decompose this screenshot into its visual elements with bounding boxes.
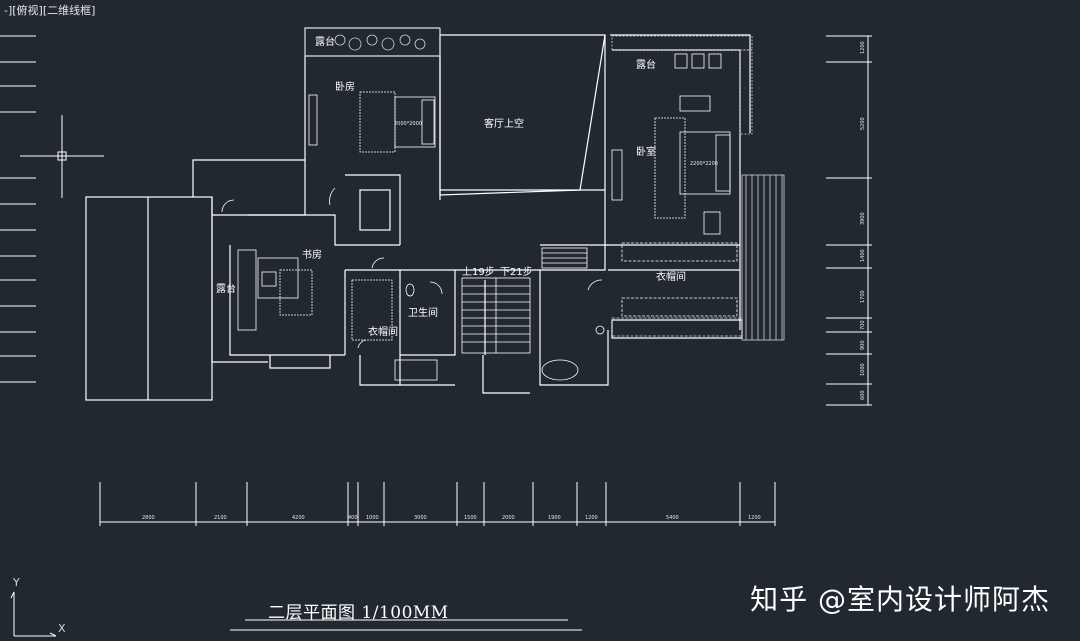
dim-bottom-2: 2100 <box>214 515 227 521</box>
dim-right-3: 3900 <box>860 212 866 225</box>
balcony-hatch <box>304 27 785 341</box>
label-bathroom: 卫生间 <box>408 306 438 319</box>
dim-bottom-4: 400 <box>348 515 358 521</box>
dim-bottom-7: 1500 <box>464 515 477 521</box>
windows-and-doors <box>221 94 623 349</box>
dim-bottom-11: 5400 <box>666 515 679 521</box>
label-bed-size-1: 2000*2000 <box>394 121 422 127</box>
dim-bottom-12: 1200 <box>748 515 761 521</box>
dim-right-8: 1000 <box>860 363 866 376</box>
dim-right-5: 1700 <box>860 290 866 303</box>
dim-right-2: 5200 <box>860 117 866 130</box>
dim-right-6: 700 <box>860 320 866 330</box>
right-dimension-labels: 1200 5200 3900 1400 1700 700 900 1000 60… <box>860 41 866 400</box>
ucs-x-label: X <box>58 622 66 635</box>
label-bedroom: 卧房 <box>335 80 355 93</box>
label-study: 书房 <box>302 248 322 261</box>
label-master-bedroom: 卧室 <box>636 145 656 158</box>
label-stair-up: 上19步 <box>462 266 495 278</box>
dim-bottom-10: 1200 <box>585 515 598 521</box>
bottom-dimension-line <box>99 482 776 526</box>
stairs <box>461 247 588 354</box>
watermark: 知乎 @室内设计师阿杰 <box>750 583 1050 616</box>
furniture <box>237 53 738 381</box>
plan-title: 二层平面图 1/100MM <box>268 603 449 623</box>
label-closet-east: 衣帽间 <box>656 270 686 283</box>
ucs-y-label: Y <box>13 576 20 589</box>
label-dutai-west: 露台 <box>216 282 236 295</box>
left-edge-ticks <box>0 35 36 383</box>
label-dutai-north: 露台 <box>315 35 335 48</box>
crosshair-cursor <box>20 115 104 198</box>
dim-bottom-1: 2800 <box>142 515 155 521</box>
right-dimension-line <box>826 35 872 406</box>
label-stair-down: 下21步 <box>500 266 533 278</box>
label-living-void: 客厅上空 <box>484 117 524 130</box>
label-dutai-east: 露台 <box>636 58 656 71</box>
dim-right-4: 1400 <box>860 249 866 262</box>
title-underline <box>230 619 582 631</box>
dim-bottom-5: 1000 <box>366 515 379 521</box>
dim-bottom-3: 4200 <box>292 515 305 521</box>
dim-bottom-9: 1900 <box>548 515 561 521</box>
dim-right-9: 600 <box>860 390 866 400</box>
bottom-dimension-labels: 2800 2100 4200 400 1000 3000 1500 2000 1… <box>142 515 761 521</box>
label-closet-west: 衣帽间 <box>368 325 398 338</box>
label-bed-size-2: 2200*2200 <box>690 161 718 167</box>
dim-bottom-8: 2000 <box>502 515 515 521</box>
viewport-label[interactable]: -][俯视][二维线框] <box>4 4 96 17</box>
dim-right-1: 1200 <box>860 41 866 54</box>
ucs-icon <box>10 591 57 637</box>
walls <box>85 27 751 401</box>
dim-right-7: 900 <box>860 340 866 350</box>
dim-bottom-6: 3000 <box>414 515 427 521</box>
